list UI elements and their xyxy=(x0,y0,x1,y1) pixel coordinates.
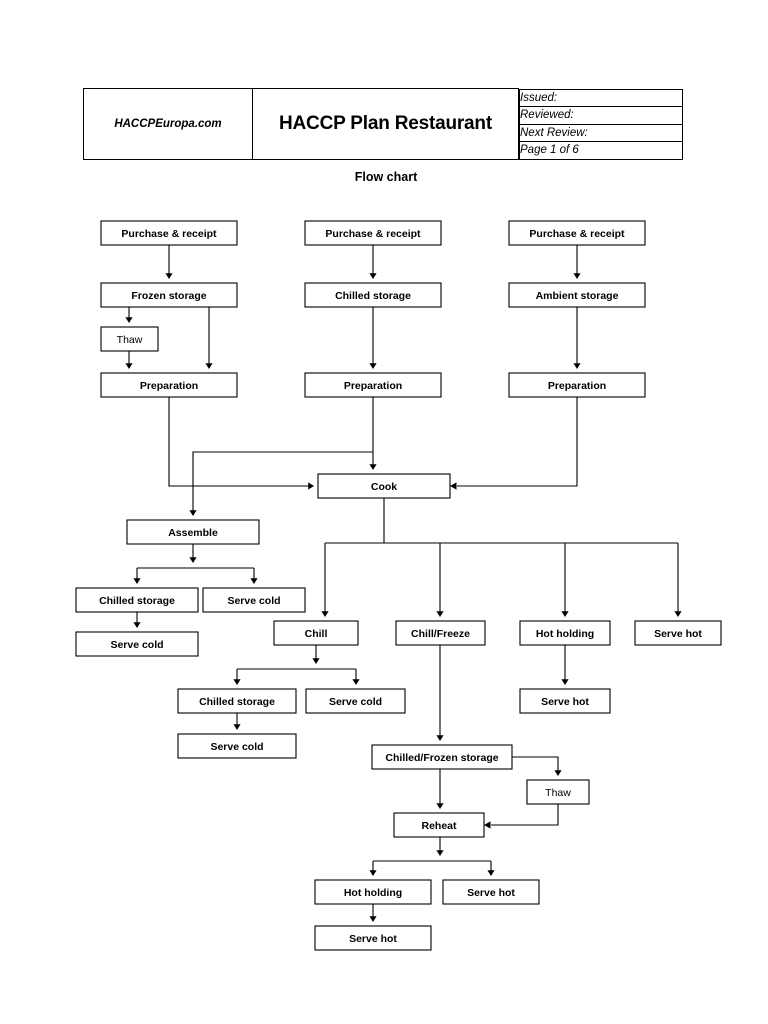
node-cook[interactable]: Cook xyxy=(317,473,451,499)
node-purchase-receipt-ambient[interactable]: Purchase & receipt xyxy=(508,220,646,246)
node-label: Serve cold xyxy=(210,741,263,753)
node-label: Reheat xyxy=(421,820,457,832)
node-chilled-storage-assemble[interactable]: Chilled storage xyxy=(75,587,199,613)
node-serve-hot-from-hot-holding-cook[interactable]: Serve hot xyxy=(519,688,611,714)
node-label: Serve hot xyxy=(349,933,397,945)
edge-preparation-3-to-cook xyxy=(457,397,578,487)
node-serve-cold-from-chilled-storage-chill[interactable]: Serve cold xyxy=(177,733,297,759)
node-assemble[interactable]: Assemble xyxy=(126,519,260,545)
node-chill-freeze[interactable]: Chill/Freeze xyxy=(395,620,486,646)
document-header-table: HACCPEuropa.com HACCP Plan Restaurant Is… xyxy=(83,88,683,160)
node-preparation-frozen[interactable]: Preparation xyxy=(100,372,238,398)
node-layer: Purchase & receipt Frozen storage Thaw P… xyxy=(75,220,722,951)
node-label: Thaw xyxy=(545,787,571,799)
node-label: Chill xyxy=(305,628,328,640)
node-label: Preparation xyxy=(344,380,402,392)
header-site-name: HACCPEuropa.com xyxy=(83,88,253,160)
node-serve-hot-from-hot-holding-reheat[interactable]: Serve hot xyxy=(314,925,432,951)
node-label: Chilled storage xyxy=(99,595,175,607)
edge-chilled-frozen-storage-to-thaw xyxy=(512,756,562,776)
connector-layer xyxy=(125,245,682,922)
header-document-title: HACCP Plan Restaurant xyxy=(252,88,519,160)
node-label: Chilled storage xyxy=(199,696,275,708)
node-label: Cook xyxy=(371,481,397,493)
node-hot-holding-cook[interactable]: Hot holding xyxy=(519,620,611,646)
node-serve-cold-assemble[interactable]: Serve cold xyxy=(202,587,306,613)
node-label: Serve hot xyxy=(654,628,702,640)
node-chilled-storage-top[interactable]: Chilled storage xyxy=(304,282,442,308)
node-label: Hot holding xyxy=(344,887,402,899)
node-label: Serve cold xyxy=(329,696,382,708)
node-serve-cold-chill[interactable]: Serve cold xyxy=(305,688,406,714)
node-label: Serve cold xyxy=(227,595,280,607)
node-ambient-storage[interactable]: Ambient storage xyxy=(508,282,646,308)
node-chill[interactable]: Chill xyxy=(273,620,359,646)
arrow-head-cook-right xyxy=(450,482,457,490)
node-purchase-receipt-chilled[interactable]: Purchase & receipt xyxy=(304,220,442,246)
header-meta-next-review: Next Review: xyxy=(519,123,683,142)
node-label: Frozen storage xyxy=(131,290,206,302)
node-label: Ambient storage xyxy=(536,290,619,302)
node-label: Serve cold xyxy=(110,639,163,651)
node-frozen-storage[interactable]: Frozen storage xyxy=(100,282,238,308)
node-label: Chilled/Frozen storage xyxy=(385,752,498,764)
node-label: Chill/Freeze xyxy=(411,628,470,640)
node-label: Assemble xyxy=(168,527,218,539)
node-label: Preparation xyxy=(548,380,606,392)
node-label: Hot holding xyxy=(536,628,594,640)
edge-thaw-2-to-reheat xyxy=(491,804,559,826)
node-label: Purchase & receipt xyxy=(529,228,625,240)
node-label: Preparation xyxy=(140,380,198,392)
node-hot-holding-reheat[interactable]: Hot holding xyxy=(314,879,432,905)
edge-preparation-2-to-assemble xyxy=(189,451,373,516)
node-thaw-reheat[interactable]: Thaw xyxy=(526,779,590,805)
node-thaw-frozen[interactable]: Thaw xyxy=(100,326,159,352)
node-serve-hot-reheat[interactable]: Serve hot xyxy=(442,879,540,905)
node-label: Serve hot xyxy=(541,696,589,708)
node-purchase-receipt-frozen[interactable]: Purchase & receipt xyxy=(100,220,238,246)
node-preparation-ambient[interactable]: Preparation xyxy=(508,372,646,398)
node-serve-cold-from-chilled-storage-assemble[interactable]: Serve cold xyxy=(75,631,199,657)
header-meta-table: Issued: Reviewed: Next Review: Page 1 of… xyxy=(519,88,683,160)
node-label: Purchase & receipt xyxy=(121,228,217,240)
node-label: Purchase & receipt xyxy=(325,228,421,240)
node-label: Chilled storage xyxy=(335,290,411,302)
header-meta-cell: Issued: Reviewed: Next Review: Page 1 of… xyxy=(519,88,683,160)
node-chilled-frozen-storage[interactable]: Chilled/Frozen storage xyxy=(371,744,513,770)
header-meta-page: Page 1 of 6 xyxy=(519,141,683,160)
node-label: Thaw xyxy=(117,334,143,346)
node-chilled-storage-chill[interactable]: Chilled storage xyxy=(177,688,297,714)
node-label: Serve hot xyxy=(467,887,515,899)
flow-chart-caption-text: Flow chart xyxy=(354,170,418,184)
node-serve-hot-cook[interactable]: Serve hot xyxy=(634,620,722,646)
arrow-head-reheat-right xyxy=(484,821,491,829)
node-reheat[interactable]: Reheat xyxy=(393,812,485,838)
node-preparation-chilled[interactable]: Preparation xyxy=(304,372,442,398)
edge-preparation-1-to-cook xyxy=(168,397,314,490)
flow-chart-caption: Flow chart xyxy=(0,170,768,184)
